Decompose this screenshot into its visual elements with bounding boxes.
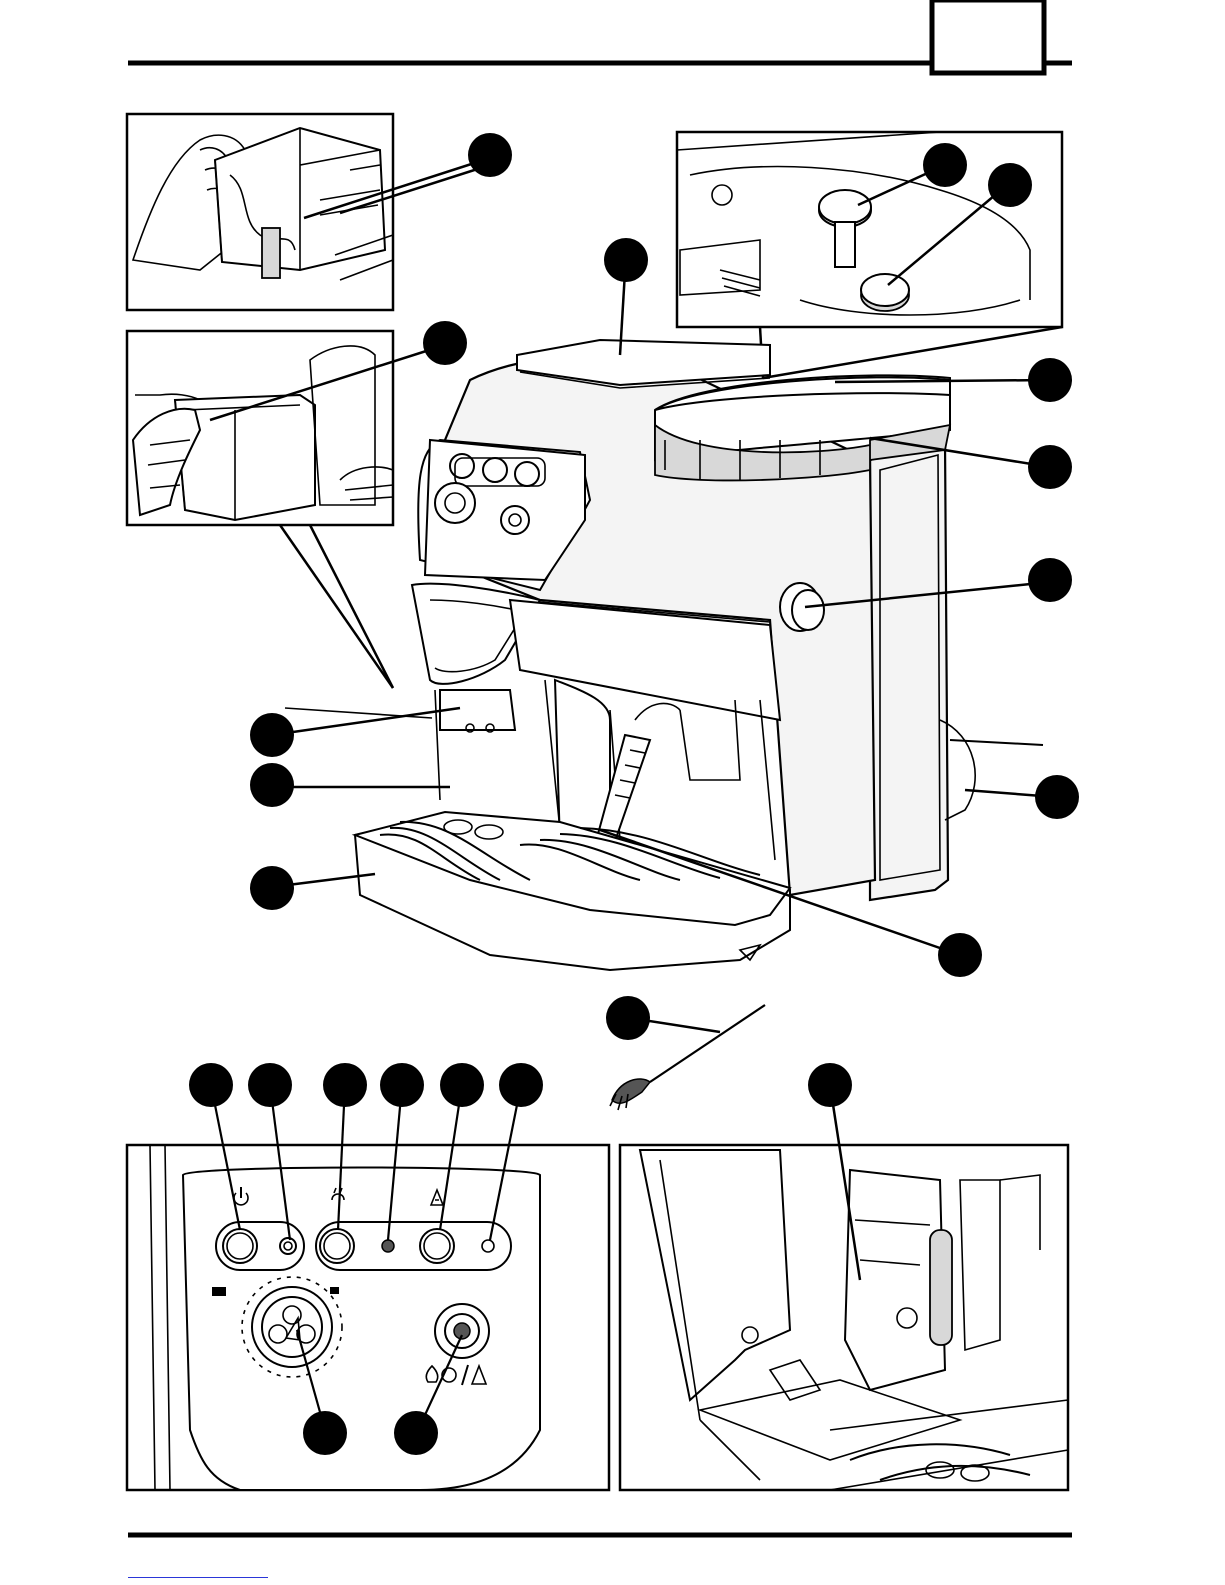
callout-marker-9 <box>250 713 294 757</box>
callout-marker-8 <box>1028 558 1072 602</box>
callout-marker-5 <box>988 163 1032 207</box>
callout-marker-1 <box>468 133 512 177</box>
detail-grounds-drawer <box>127 331 445 688</box>
callout-marker-16 <box>248 1063 292 1107</box>
callout-marker-15 <box>189 1063 233 1107</box>
callout-marker-11 <box>1035 775 1079 819</box>
callout-marker-19 <box>440 1063 484 1107</box>
callout-marker-12 <box>250 866 294 910</box>
callout-marker-14 <box>606 996 650 1040</box>
callout-marker-22 <box>303 1411 347 1455</box>
callout-marker-7 <box>1028 445 1072 489</box>
callout-marker-6 <box>1028 358 1072 402</box>
detail-water-tank <box>127 114 490 310</box>
callout-marker-4 <box>923 143 967 187</box>
callout-marker-17 <box>323 1063 367 1107</box>
callout-marker-2 <box>604 238 648 282</box>
header <box>128 0 1072 73</box>
large-cup-icon <box>330 1287 339 1294</box>
callout-marker-13 <box>938 933 982 977</box>
tab-box <box>932 0 1044 73</box>
callout-marker-3 <box>423 321 467 365</box>
callout-marker-10 <box>250 763 294 807</box>
small-cup-icon <box>212 1287 226 1296</box>
detail-control-panel <box>127 1085 609 1490</box>
detail-brew-unit <box>620 1085 1068 1490</box>
callout-marker-23 <box>394 1411 438 1455</box>
callout-marker-18 <box>380 1063 424 1107</box>
callout-marker-21 <box>808 1063 852 1107</box>
footer-link-underline[interactable] <box>128 1577 268 1578</box>
callout-marker-20 <box>499 1063 543 1107</box>
